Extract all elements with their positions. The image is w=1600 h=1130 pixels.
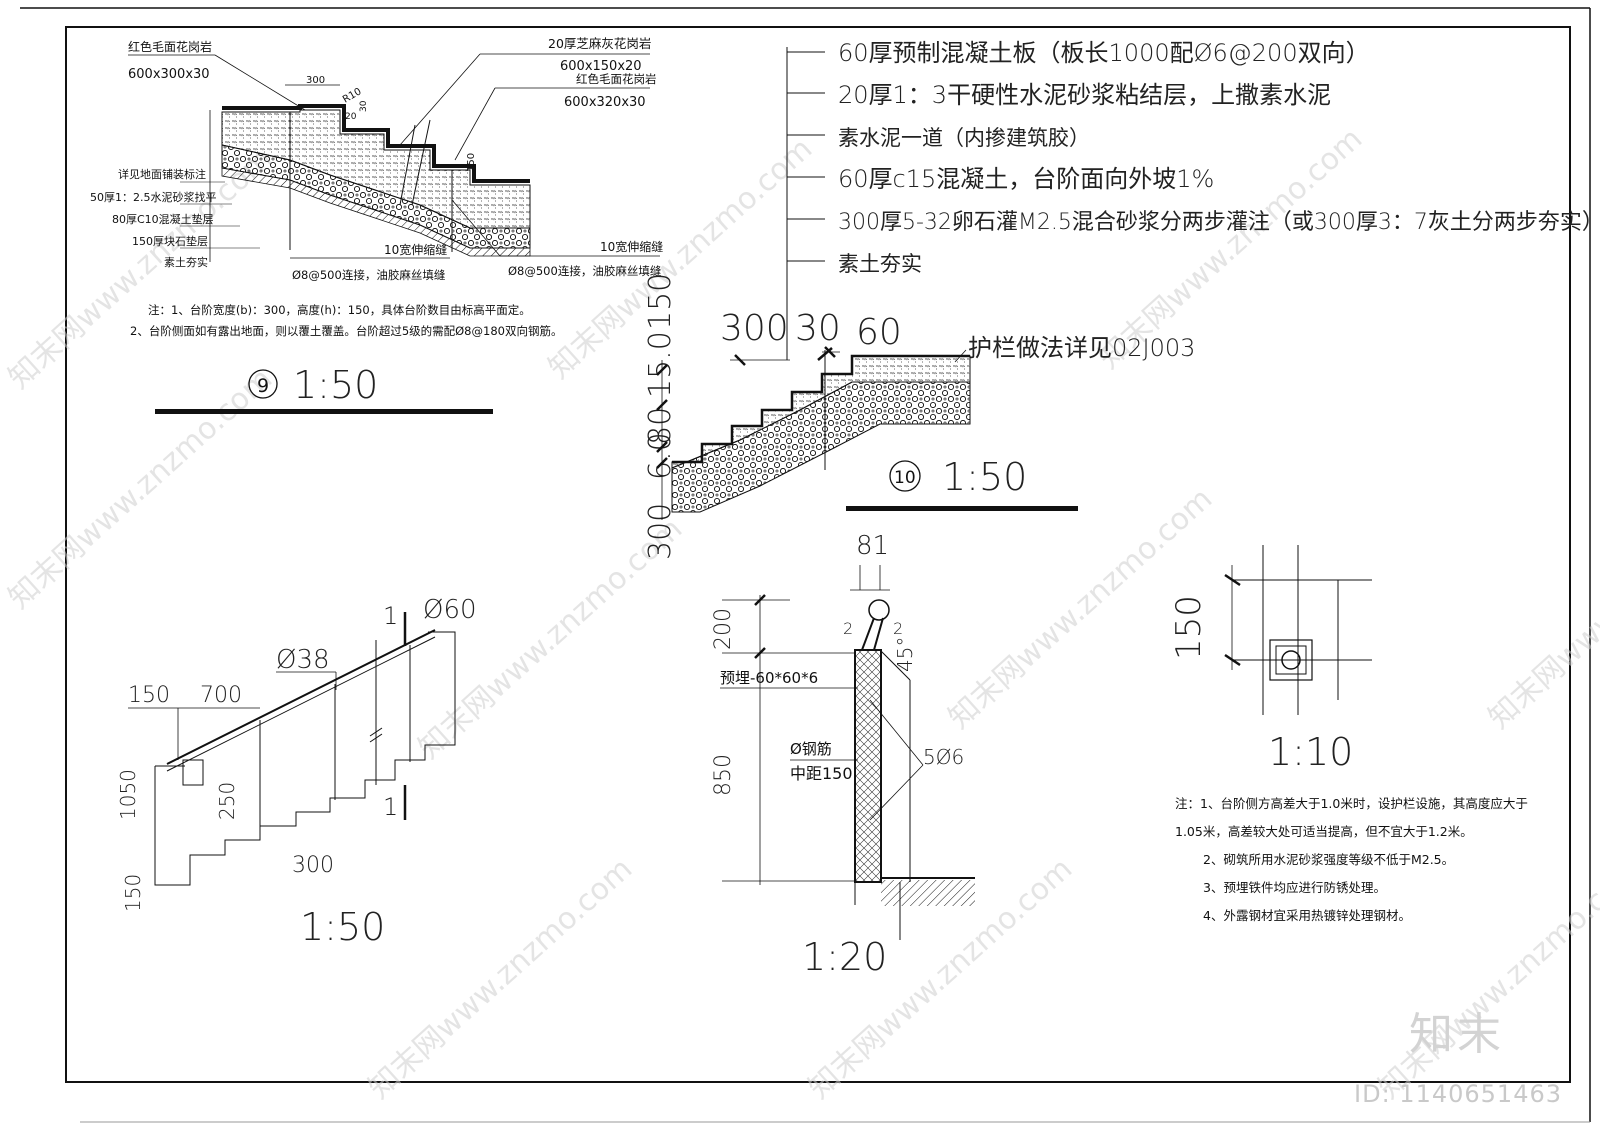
right-note-line: 注：1、台阶侧方高差大于1.0米时，设护栏设施，其高度应大于 <box>1175 796 1528 811</box>
layer10-label-1: 60厚预制混凝土板（板长1000配Ø6@200双向） <box>838 39 1370 67</box>
stair10-pebble <box>671 381 971 513</box>
watermark-layer: 知末网www.znzmo.com 知末网www.znzmo.com 知末网www… <box>2 121 1600 1106</box>
dim-81: 81 <box>856 531 889 561</box>
layer-label-4: 150厚块石垫层 <box>132 234 208 248</box>
dim-1050: 1050 <box>116 769 140 820</box>
handrail-top <box>166 629 436 765</box>
watermark-text: 知末网www.znzmo.com <box>2 361 279 616</box>
dim-700: 700 <box>200 683 242 708</box>
embed-plate-label: 预埋-60*60*6 <box>720 669 818 687</box>
rebar-label-b: 中距150 <box>790 764 853 783</box>
base-plate-inner <box>1275 645 1307 675</box>
title-underline-10 <box>846 506 1078 511</box>
layer-label-1: 详见地面铺装标注 <box>118 167 206 181</box>
detail-9: 红色毛面花岗岩 600x300x30 20厚芝麻灰花岗岩 600x150x20 … <box>90 36 663 414</box>
joint-right-label-b: Ø8@500连接，油胶麻丝填缝 <box>508 264 662 278</box>
dim-850: 850 <box>711 754 736 796</box>
right-notes: 注：1、台阶侧方高差大于1.0米时，设护栏设施，其高度应大于 1.05米，高差较… <box>1175 790 1528 930</box>
dim-200: 200 <box>711 608 736 650</box>
joint-left-label-a: 10宽伸缩缝 <box>384 242 447 257</box>
detail9-notes: 注：1、台阶宽度(b)：300，高度(h)：150，具体台阶数目由标高平面定。 … <box>130 300 562 342</box>
stair10-treads <box>672 354 970 464</box>
dim-150-bottom: 150 <box>121 874 145 912</box>
dim10-60: 60 <box>856 312 902 353</box>
dim10-30: 30 <box>795 308 841 349</box>
dim10-v80: 80 <box>643 407 678 445</box>
label-grey-granite: 20厚芝麻灰花岗岩 <box>548 36 651 51</box>
elevation-stairs <box>154 631 456 886</box>
dim10-v150b: 15.0 <box>643 331 678 398</box>
detail-9-scale: 1:50 <box>293 363 378 407</box>
right-note-line: 3、预埋铁件均应进行防锈处理。 <box>1203 880 1386 895</box>
detail-number-circle-10 <box>889 460 921 492</box>
post-tube <box>1281 650 1301 670</box>
layer10-label-2: 20厚1：3干硬性水泥砂浆粘结层，上撒素水泥 <box>838 81 1331 109</box>
detail-10: 60厚预制混凝土板（板长1000配Ø6@200双向） 20厚1：3干硬性水泥砂浆… <box>643 39 1600 560</box>
railing-note: 护栏做法详见02J003 <box>968 334 1195 362</box>
watermark-text: 知末网www.znzmo.com <box>1482 481 1600 736</box>
ground-hatch <box>881 880 975 906</box>
post-detail-scale: 1:10 <box>1268 730 1353 774</box>
dim-300: 300 <box>306 75 325 86</box>
section-mark-1-top: 1 <box>383 602 398 630</box>
dim-150: 150 <box>466 153 477 172</box>
detail-number-10: 10 <box>894 468 916 488</box>
joint-left-label-b: Ø8@500连接，油胶麻丝填缝 <box>292 268 446 282</box>
dim10-300: 300 <box>720 308 789 349</box>
detail-10-scale: 1:50 <box>942 455 1027 499</box>
layer10-label-5: 300厚5-32卵石灌M2.5混合砂浆分两步灌注（或300厚3：7灰土分两步夯实… <box>838 210 1600 235</box>
watermark-logo: 知末 <box>1409 1009 1505 1060</box>
detail9-note-line: 2、台阶侧面如有露出地面，则以覆土覆盖。台阶超过5级的需配Ø8@180双向钢筋。 <box>130 324 563 338</box>
dim-30: 30 <box>359 100 369 112</box>
dim-2a: 2 <box>843 619 853 638</box>
right-note-line: 4、外露钢材宜采用热镀锌处理钢材。 <box>1203 908 1411 923</box>
detail9-note-line: 注：1、台阶宽度(b)：300，高度(h)：150，具体台阶数目由标高平面定。 <box>148 303 531 317</box>
bars-label: 5Ø6 <box>923 745 964 769</box>
layer-label-3: 80厚C10混凝土垫层 <box>112 212 214 226</box>
wall-section <box>854 649 882 883</box>
dim-250: 250 <box>215 782 239 820</box>
dim-20: 20 <box>345 112 357 122</box>
right-note-line: 2、砌筑所用水泥砂浆强度等级不低于M2.5。 <box>1203 852 1455 867</box>
label-red-granite-top-size: 600x300x30 <box>128 67 210 82</box>
label-red-granite-top: 红色毛面花岗岩 <box>128 39 212 54</box>
post-detail: 150 1:10 <box>1169 545 1372 774</box>
label-red-granite-right: 红色毛面花岗岩 <box>576 72 657 86</box>
right-note-line: 1.05米，高差较大处可适当提高，但不宜大于1.2米。 <box>1175 824 1473 839</box>
detail-number-9: 9 <box>257 375 269 397</box>
newel-post <box>182 759 204 786</box>
granite-cladding <box>222 104 530 183</box>
label-grey-granite-size: 600x150x20 <box>560 59 642 74</box>
layer10-label-6: 素土夯实 <box>838 252 922 276</box>
rebar-label-a: Ø钢筋 <box>790 740 832 758</box>
watermark-text: 知末网www.znzmo.com <box>362 851 639 1106</box>
post-dim-150: 150 <box>1169 595 1209 660</box>
joint-right-label-a: 10宽伸缩缝 <box>600 239 663 254</box>
watermark-id: ID: 1140651463 <box>1354 1080 1562 1108</box>
handrail-bottom <box>166 636 436 772</box>
railing-section-scale: 1:20 <box>802 935 887 979</box>
handrail-tube <box>868 599 890 621</box>
dim-phi38: Ø38 <box>276 645 330 675</box>
railing-section: 81 2 2 45° 200 850 预埋-60*60*6 Ø钢筋 中距150 … <box>711 531 975 979</box>
title-underline-9 <box>155 409 493 414</box>
dim-300: 300 <box>292 853 334 878</box>
inner-frame <box>65 26 1571 1083</box>
dim-150-top: 150 <box>128 683 170 708</box>
railing-elevation-scale: 1:50 <box>300 905 385 949</box>
dim10-v150a: 150 <box>643 273 678 330</box>
dim-45deg: 45° <box>893 637 917 672</box>
label-red-granite-right-size: 600x320x30 <box>564 95 646 110</box>
railing-elevation: 1 1 Ø60 Ø38 150 700 1050 250 300 150 1:5… <box>116 595 477 949</box>
dim-2b: 2 <box>893 619 903 638</box>
layer10-label-4: 60厚c15混凝土，台阶面向外坡1% <box>838 165 1214 193</box>
layer-label-5: 素土夯实 <box>164 255 208 269</box>
layer10-label-3: 素水泥一道（内掺建筑胶） <box>838 126 1090 150</box>
dim-phi60: Ø60 <box>423 595 477 625</box>
layer-label-2: 50厚1：2.5水泥砂浆找平 <box>90 190 217 204</box>
section-mark-1-bottom: 1 <box>383 793 398 821</box>
detail-number-circle-9 <box>248 369 278 399</box>
base-plate-outer <box>1269 639 1313 681</box>
